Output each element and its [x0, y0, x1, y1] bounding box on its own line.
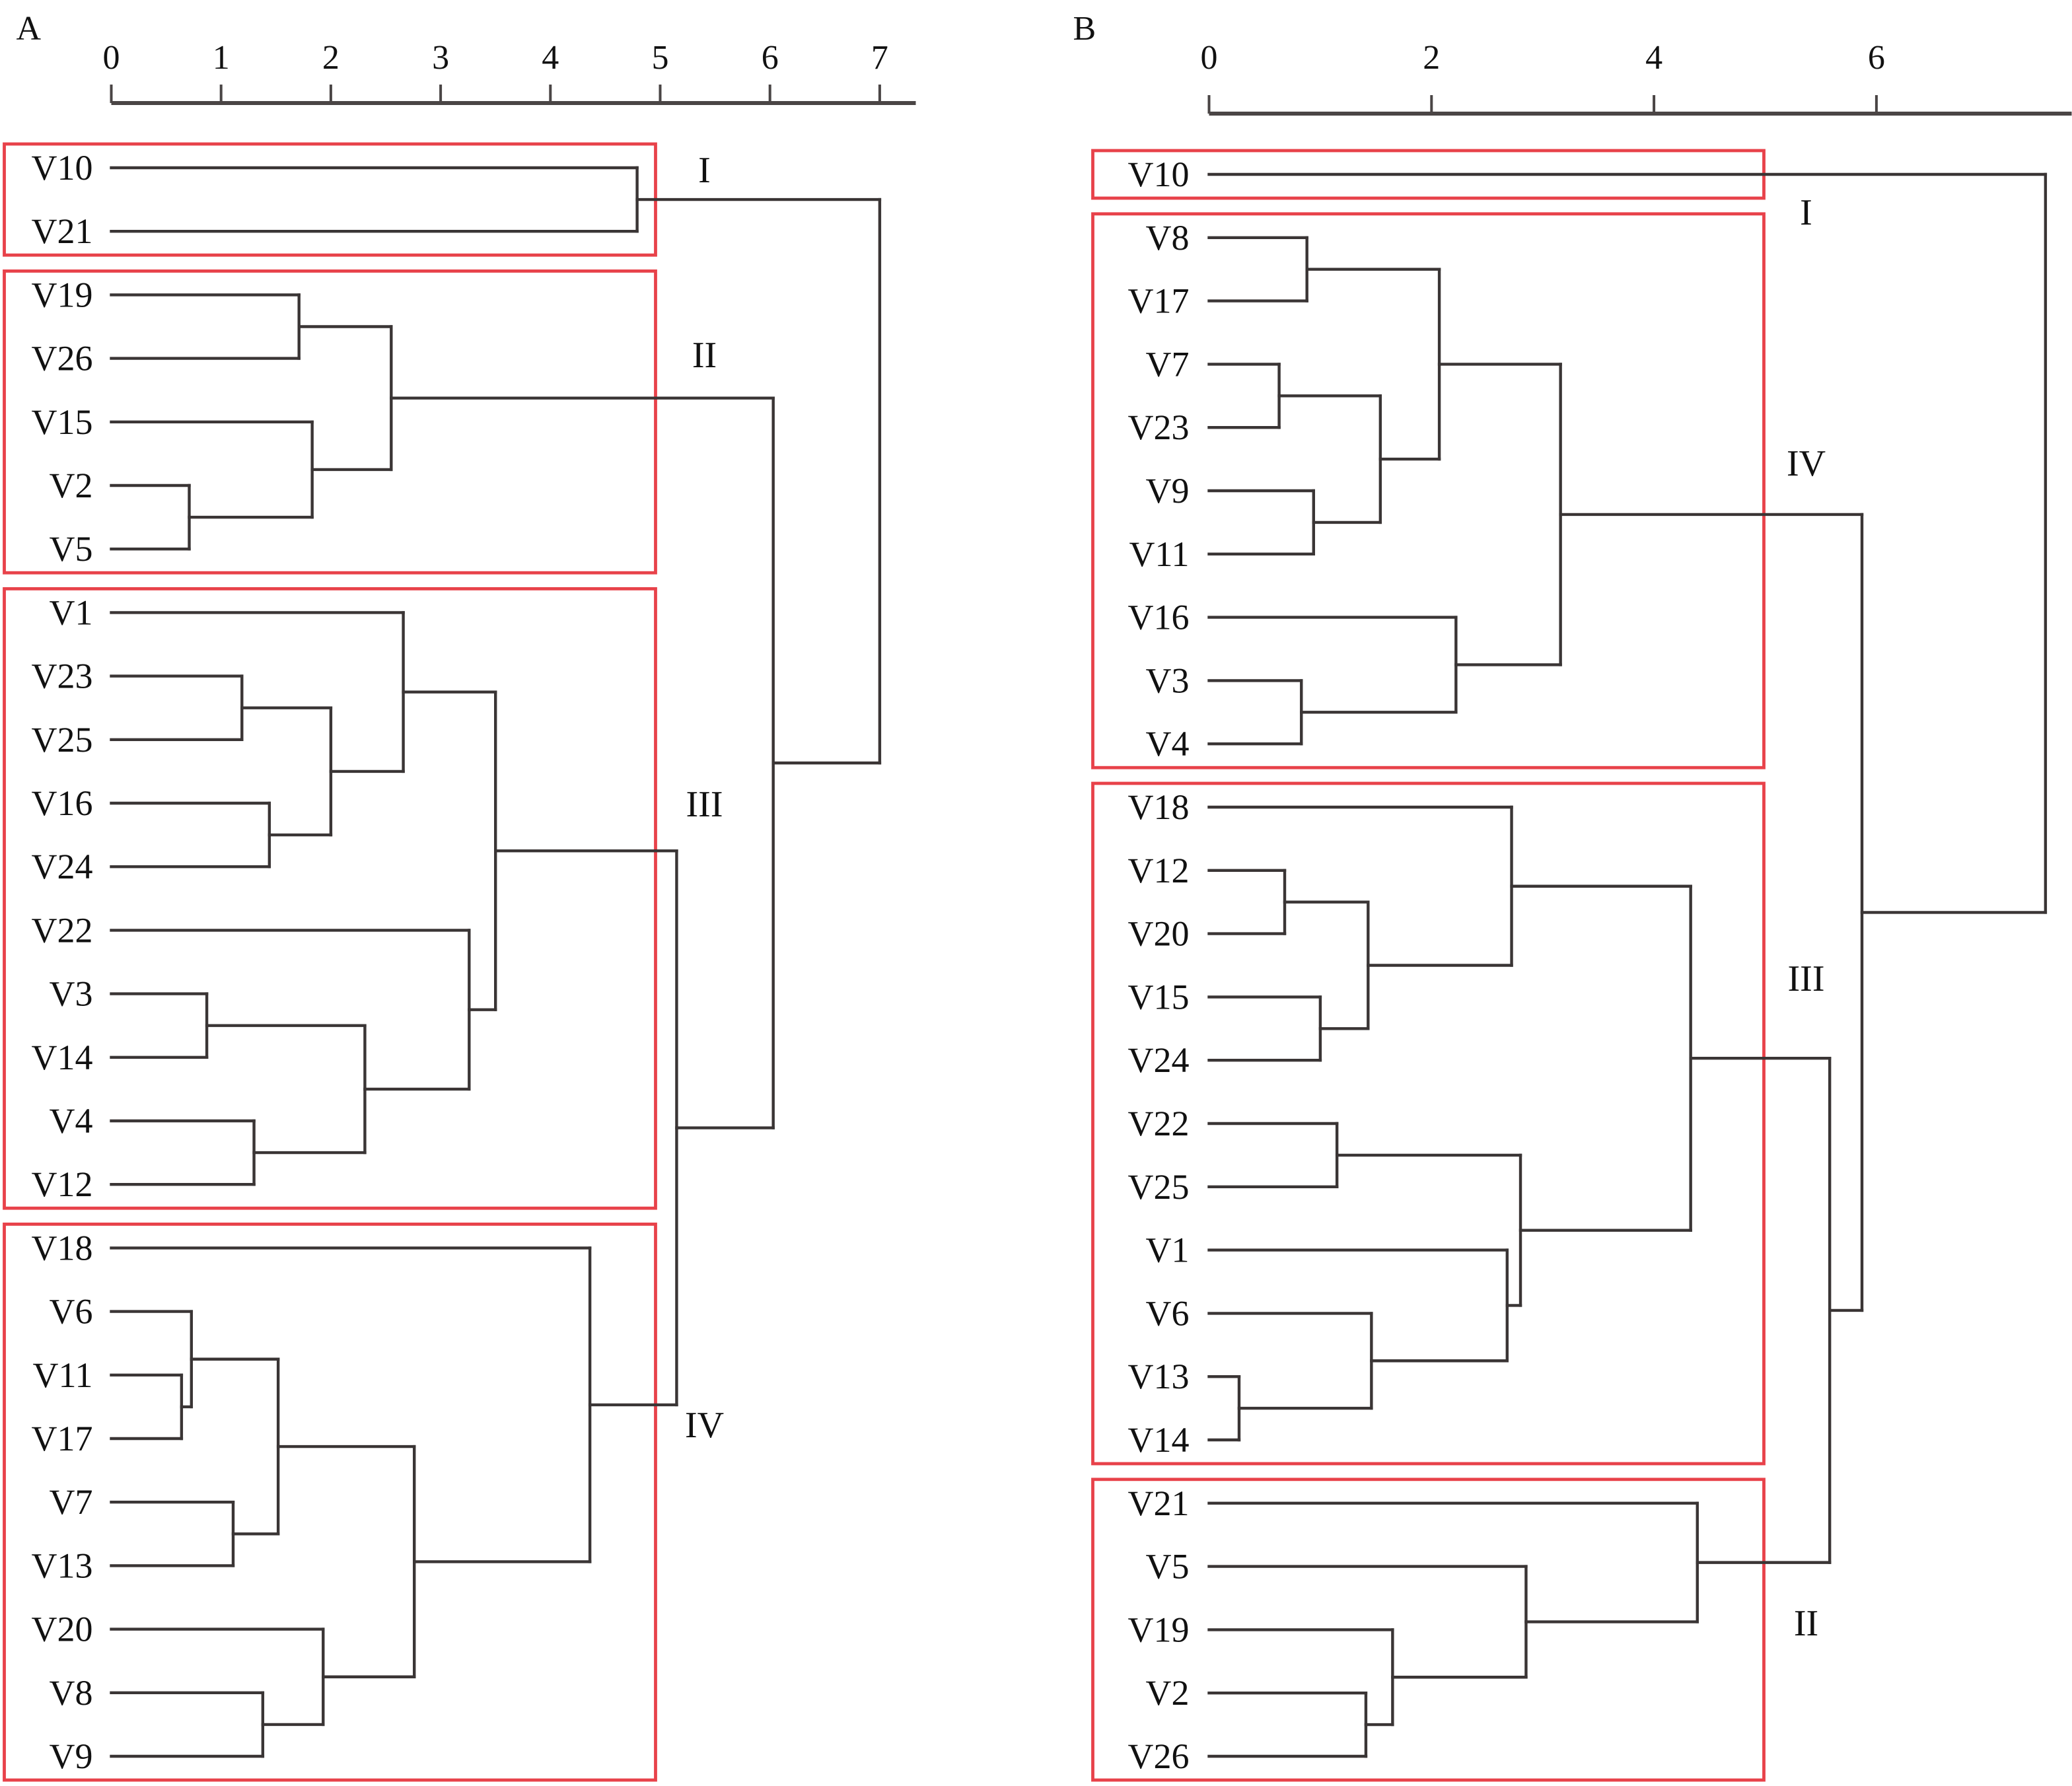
leaf-label: V13 — [32, 1546, 93, 1585]
leaf-label: V12 — [32, 1164, 93, 1204]
cluster-box-iii — [1091, 781, 1766, 1466]
branches — [110, 166, 882, 1758]
leaf-label: V25 — [1128, 1167, 1190, 1207]
leaf-label: V7 — [1146, 344, 1190, 384]
leaf-label: V18 — [1128, 787, 1190, 827]
leaf-label: V20 — [1128, 914, 1190, 954]
leaf-label: V15 — [1128, 977, 1190, 1017]
leaf-label: V19 — [32, 275, 93, 314]
leaf-label: V14 — [1128, 1420, 1190, 1460]
leaf-label: V11 — [1129, 534, 1190, 574]
cluster-label: IV — [685, 1405, 724, 1446]
leaf-label: V1 — [50, 592, 93, 632]
leaf-label: V11 — [33, 1355, 93, 1395]
leaf-label: V23 — [32, 657, 93, 696]
leaf-label: V3 — [1146, 661, 1190, 700]
cluster-label: IV — [1787, 443, 1826, 484]
cluster-label: III — [686, 784, 723, 825]
tick-label: 4 — [542, 39, 559, 77]
tick-label: 2 — [1423, 39, 1440, 77]
leaf-label: V4 — [50, 1101, 93, 1141]
leaf-label: V21 — [1128, 1483, 1190, 1523]
panel-label-b: B — [1073, 10, 1096, 48]
leaf-label: V9 — [1146, 471, 1190, 511]
leaf-label: V22 — [32, 910, 93, 950]
leaf-label: V13 — [1128, 1357, 1190, 1396]
cluster-box-ii — [3, 269, 657, 575]
leaf-label: V19 — [1128, 1610, 1190, 1649]
tick-label: 2 — [322, 39, 339, 77]
leaf-label: V26 — [1128, 1736, 1190, 1776]
cluster-label: II — [692, 335, 717, 376]
leaf-label: V10 — [32, 148, 93, 188]
leaf-label: V12 — [1128, 851, 1190, 890]
cluster-label: I — [1800, 192, 1812, 233]
tick-label: 0 — [103, 39, 120, 77]
tick-label: 6 — [762, 39, 779, 77]
leaf-label: V9 — [50, 1736, 93, 1776]
cluster-box-iii — [3, 587, 657, 1210]
panel-label-a: A — [17, 10, 42, 48]
tick-label: 3 — [432, 39, 449, 77]
cluster-label: II — [1794, 1603, 1818, 1644]
leaf-label: V26 — [32, 339, 93, 378]
leaf-label: V18 — [32, 1228, 93, 1268]
leaf-label: V24 — [1128, 1040, 1190, 1080]
cluster-label: I — [698, 150, 711, 191]
leaf-label: V21 — [32, 211, 93, 251]
branches — [1207, 172, 2048, 1758]
leaf-label: V8 — [50, 1673, 93, 1713]
leaf-label: V17 — [32, 1419, 93, 1458]
leaf-label: V7 — [50, 1482, 93, 1522]
tick-label: 4 — [1645, 39, 1662, 77]
leaf-label: V16 — [32, 783, 93, 823]
tick-label: 1 — [213, 39, 230, 77]
leaf-label: V10 — [1128, 155, 1190, 194]
x-axis: 0 2 4 6 — [1201, 39, 2072, 116]
leaf-label: V24 — [32, 847, 93, 886]
tick-label: 6 — [1868, 39, 1885, 77]
leaf-label: V4 — [1146, 724, 1190, 764]
cluster-label: III — [1788, 958, 1825, 999]
leaf-label: V2 — [50, 466, 93, 505]
leaf-label: V22 — [1128, 1104, 1190, 1143]
cluster-box-iv — [3, 1223, 657, 1782]
leaf-label: V1 — [1146, 1231, 1190, 1270]
leaf-label: V8 — [1146, 218, 1190, 258]
leaf-label: V5 — [1146, 1547, 1190, 1587]
leaf-label: V14 — [32, 1038, 93, 1077]
tick-label: 7 — [871, 39, 888, 77]
tick-label: 5 — [652, 39, 669, 77]
cluster-box-iv — [1091, 212, 1766, 769]
leaf-label: V23 — [1128, 408, 1190, 447]
leaf-label: V16 — [1128, 598, 1190, 637]
cluster-box-i — [3, 142, 657, 257]
cluster-box-ii — [1091, 1478, 1766, 1782]
leaf-label: V25 — [32, 720, 93, 760]
leaf-label: V6 — [1146, 1293, 1190, 1333]
leaf-label: V5 — [50, 529, 93, 569]
leaf-label: V2 — [1146, 1673, 1190, 1713]
x-axis: 0 1 2 3 4 5 6 7 — [103, 39, 916, 105]
leaf-label: V17 — [1128, 281, 1190, 321]
leaf-label: V6 — [50, 1292, 93, 1332]
leaf-label: V3 — [50, 974, 93, 1014]
leaf-label: V20 — [32, 1610, 93, 1649]
tick-label: 0 — [1201, 39, 1218, 77]
leaf-label: V15 — [32, 402, 93, 442]
